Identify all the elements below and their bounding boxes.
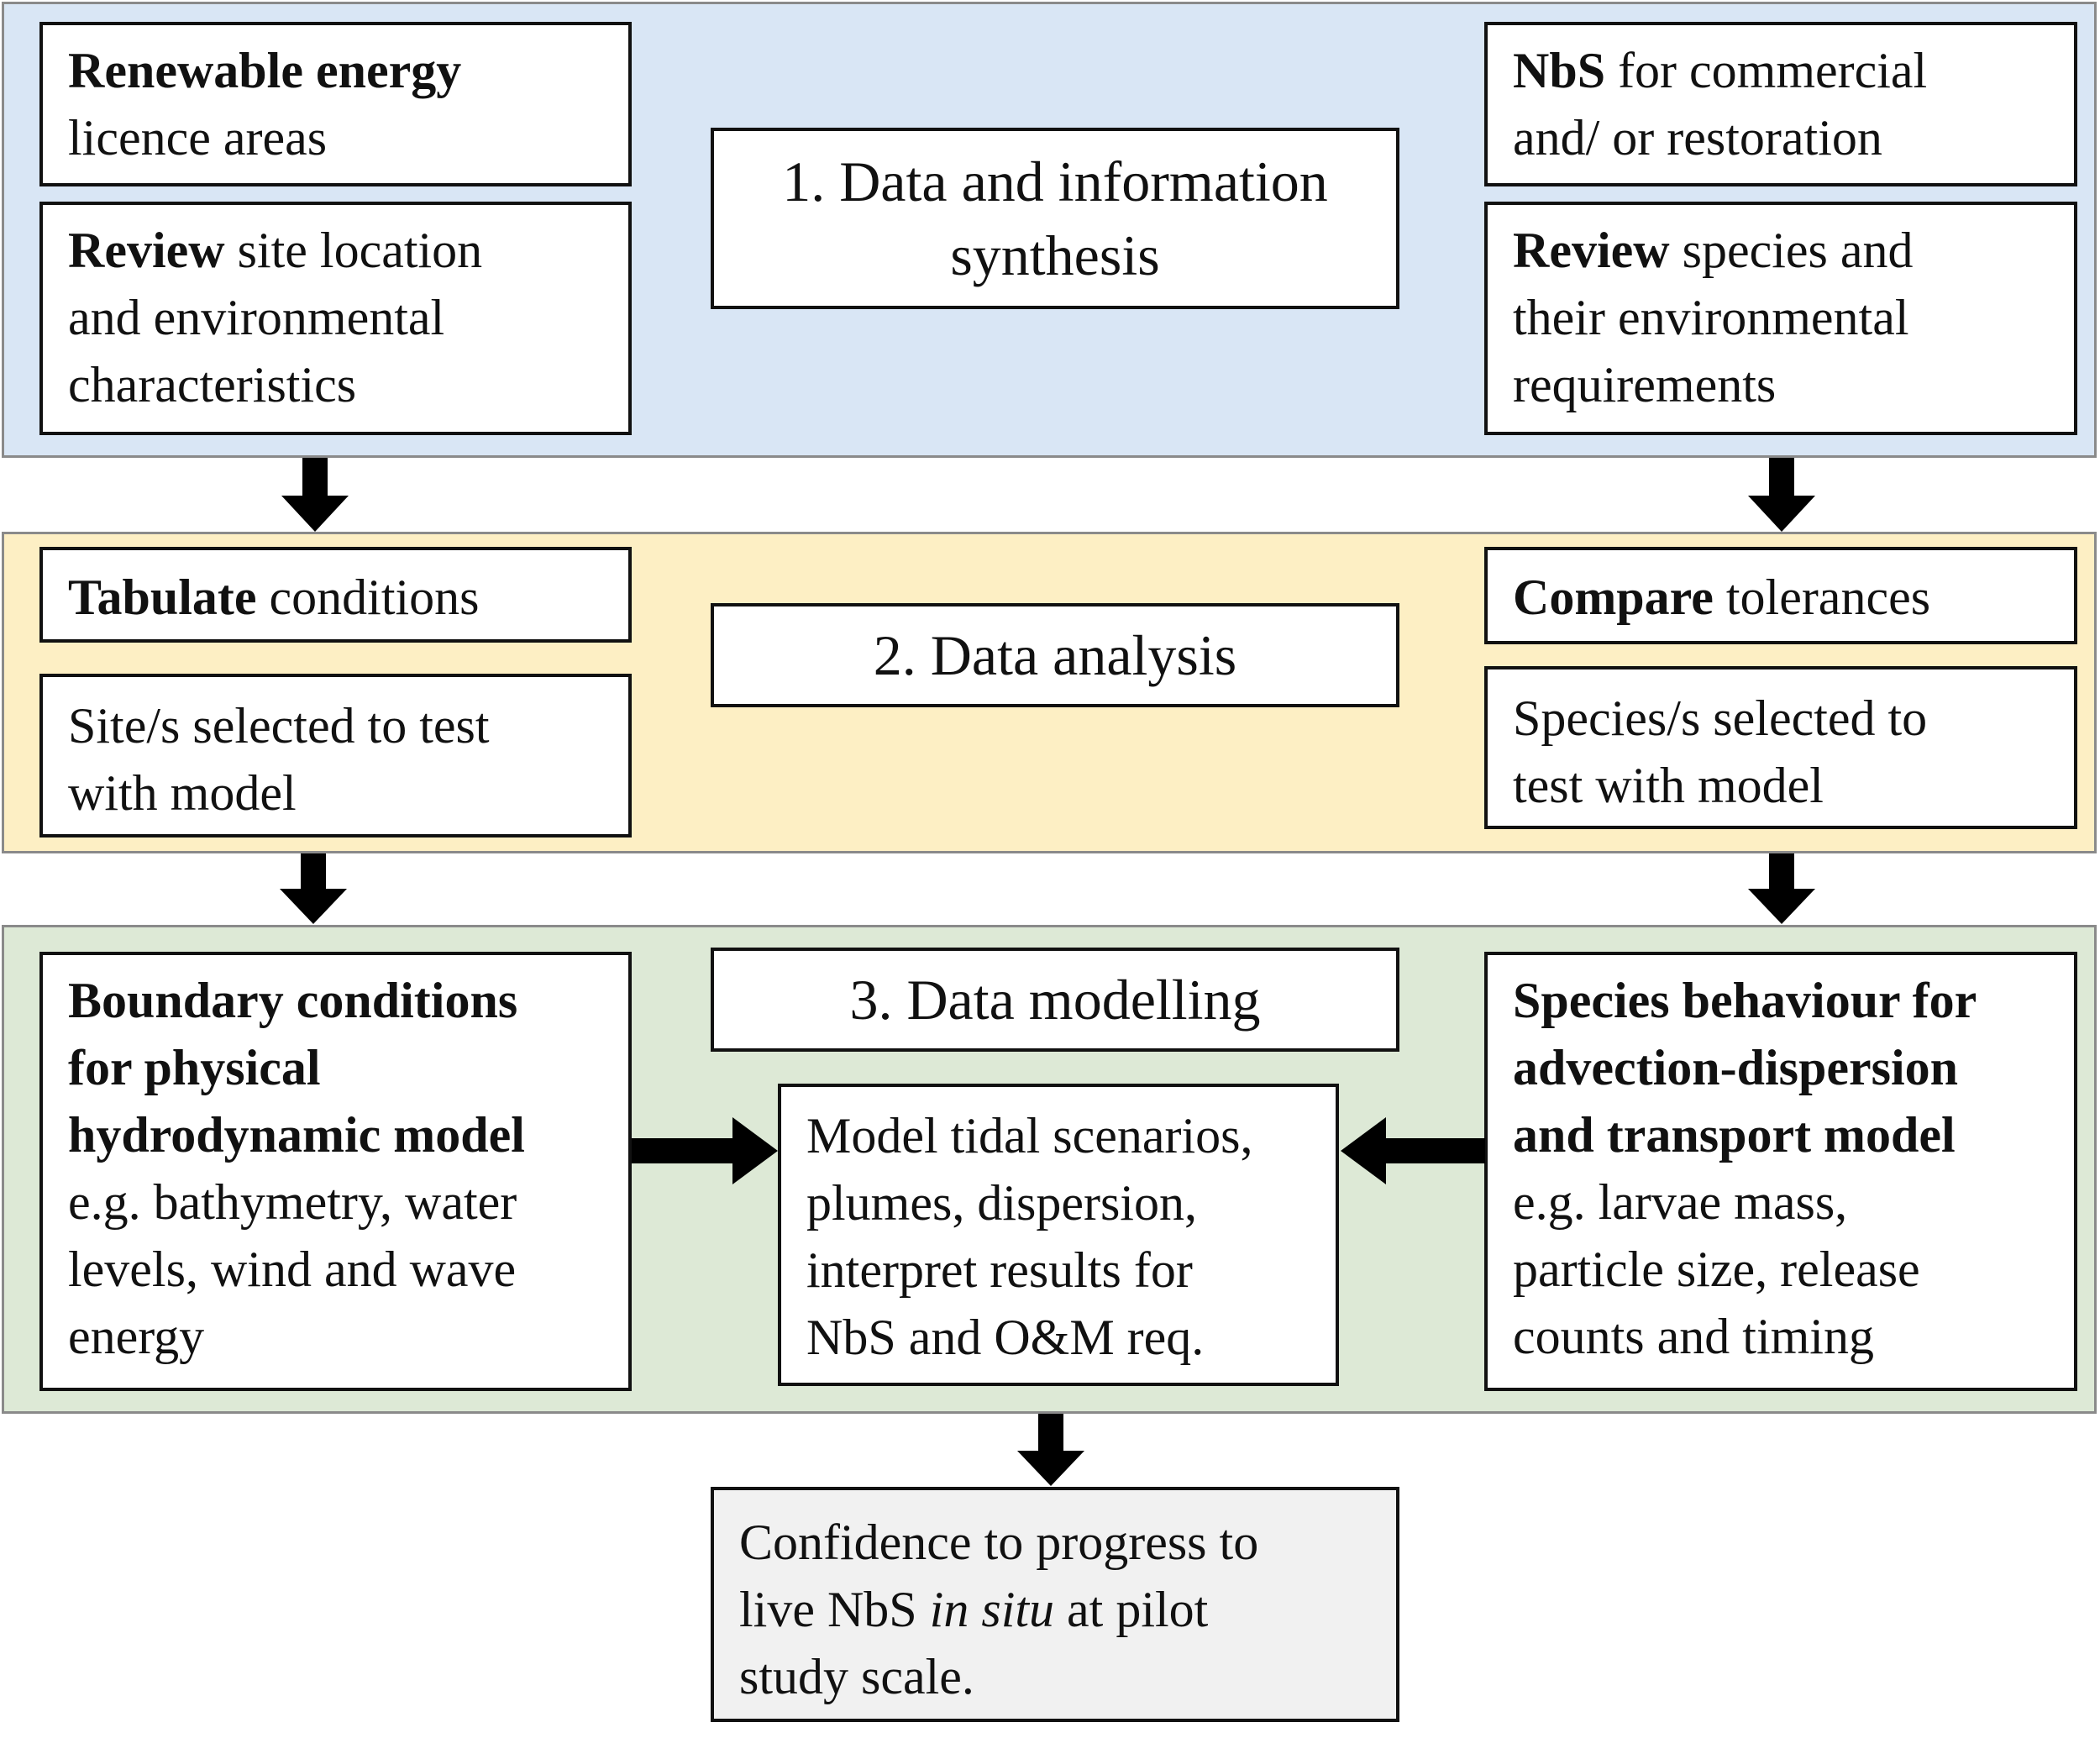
arrow-down-right-2 <box>1748 853 1815 924</box>
arrow-down-to-outcome <box>1017 1414 1084 1486</box>
tabulate-text: conditions <box>256 570 480 625</box>
licence-areas-text: licence areas <box>68 110 328 165</box>
stage1-title-line2: synthesis <box>950 223 1160 287</box>
species-behaviour-bold2: advection-dispersion <box>1513 1040 1959 1095</box>
outcome-line1: Confidence to progress to <box>739 1515 1259 1570</box>
site-selected-line2: with model <box>68 765 297 821</box>
model-line3: interpret results for <box>806 1242 1193 1298</box>
nbs-label: NbS <box>1513 43 1606 98</box>
outcome-in-situ: in situ <box>929 1582 1055 1637</box>
arrow-down-right-1 <box>1748 458 1815 532</box>
nbs-line2: and/ or restoration <box>1513 110 1882 165</box>
boundary-line6: energy <box>68 1309 205 1364</box>
species-behaviour-box: Species behaviour for advection-dispersi… <box>1484 952 2077 1391</box>
boundary-line4: e.g. bathymetry, water <box>68 1174 517 1230</box>
model-line2: plumes, dispersion, <box>806 1175 1197 1231</box>
site-selected-box: Site/s selected to test with model <box>39 674 632 837</box>
stage2-title: 2. Data analysis <box>873 623 1237 687</box>
review-species-line3: requirements <box>1513 357 1777 412</box>
arrow-right-to-model <box>632 1117 778 1184</box>
review-label: Review <box>68 223 225 278</box>
species-behaviour-line6: counts and timing <box>1513 1309 1874 1364</box>
model-line4: NbS and O&M req. <box>806 1310 1205 1365</box>
species-selected-line2: test with model <box>1513 758 1824 813</box>
stage2-title-box: 2. Data analysis <box>711 603 1399 707</box>
compare-box: Compare tolerances <box>1484 547 2077 644</box>
species-behaviour-line4: e.g. larvae mass, <box>1513 1174 1848 1230</box>
species-selected-box: Species/s selected to test with model <box>1484 666 2077 829</box>
review-site-text: site location <box>224 223 483 278</box>
boundary-bold1: Boundary conditions <box>68 973 518 1028</box>
compare-text: tolerances <box>1713 570 1931 625</box>
arrow-left-to-model <box>1341 1117 1485 1184</box>
review-site-line2: and environmental <box>68 290 445 345</box>
arrow-down-left-1 <box>281 458 349 532</box>
stage3-title-box: 3. Data modelling <box>711 948 1399 1052</box>
outcome-line2-post: at pilot <box>1054 1582 1209 1637</box>
boundary-conditions-box: Boundary conditions for physical hydrody… <box>39 952 632 1391</box>
model-line1: Model tidal scenarios, <box>806 1108 1253 1163</box>
outcome-box: Confidence to progress to live NbS in si… <box>711 1487 1399 1722</box>
model-scenarios-box: Model tidal scenarios, plumes, dispersio… <box>778 1084 1339 1386</box>
nbs-box: NbS for commercial and/ or restoration <box>1484 22 2077 186</box>
renewable-energy-box: Renewable energy licence areas <box>39 22 632 186</box>
review-site-box: Review site location and environmental c… <box>39 202 632 435</box>
species-behaviour-bold1: Species behaviour for <box>1513 973 1977 1028</box>
stage1-title-line1: 1. Data and information <box>782 150 1328 213</box>
review-species-line2: their environmental <box>1513 290 1909 345</box>
species-selected-line1: Species/s selected to <box>1513 690 1928 746</box>
site-selected-line1: Site/s selected to test <box>68 698 490 753</box>
tabulate-label: Tabulate <box>68 570 257 625</box>
review-species-label: Review <box>1513 223 1670 278</box>
review-site-line3: characteristics <box>68 357 357 412</box>
boundary-bold3: hydrodynamic model <box>68 1107 525 1163</box>
compare-label: Compare <box>1513 570 1714 625</box>
outcome-line3: study scale. <box>739 1649 974 1704</box>
nbs-text: for commercial <box>1605 43 1928 98</box>
arrow-down-left-2 <box>280 853 347 924</box>
boundary-bold2: for physical <box>68 1040 321 1095</box>
boundary-line5: levels, wind and wave <box>68 1242 517 1297</box>
review-species-box: Review species and their environmental r… <box>1484 202 2077 435</box>
renewable-energy-label: Renewable energy <box>68 43 462 98</box>
stage3-title: 3. Data modelling <box>849 968 1261 1032</box>
review-species-text: species and <box>1669 223 1914 278</box>
outcome-line2-pre: live NbS <box>739 1582 930 1637</box>
species-behaviour-bold3: and transport model <box>1513 1107 1956 1163</box>
species-behaviour-line5: particle size, release <box>1513 1242 1920 1297</box>
tabulate-box: Tabulate conditions <box>39 547 632 643</box>
stage1-title-box: 1. Data and information synthesis <box>711 128 1399 309</box>
